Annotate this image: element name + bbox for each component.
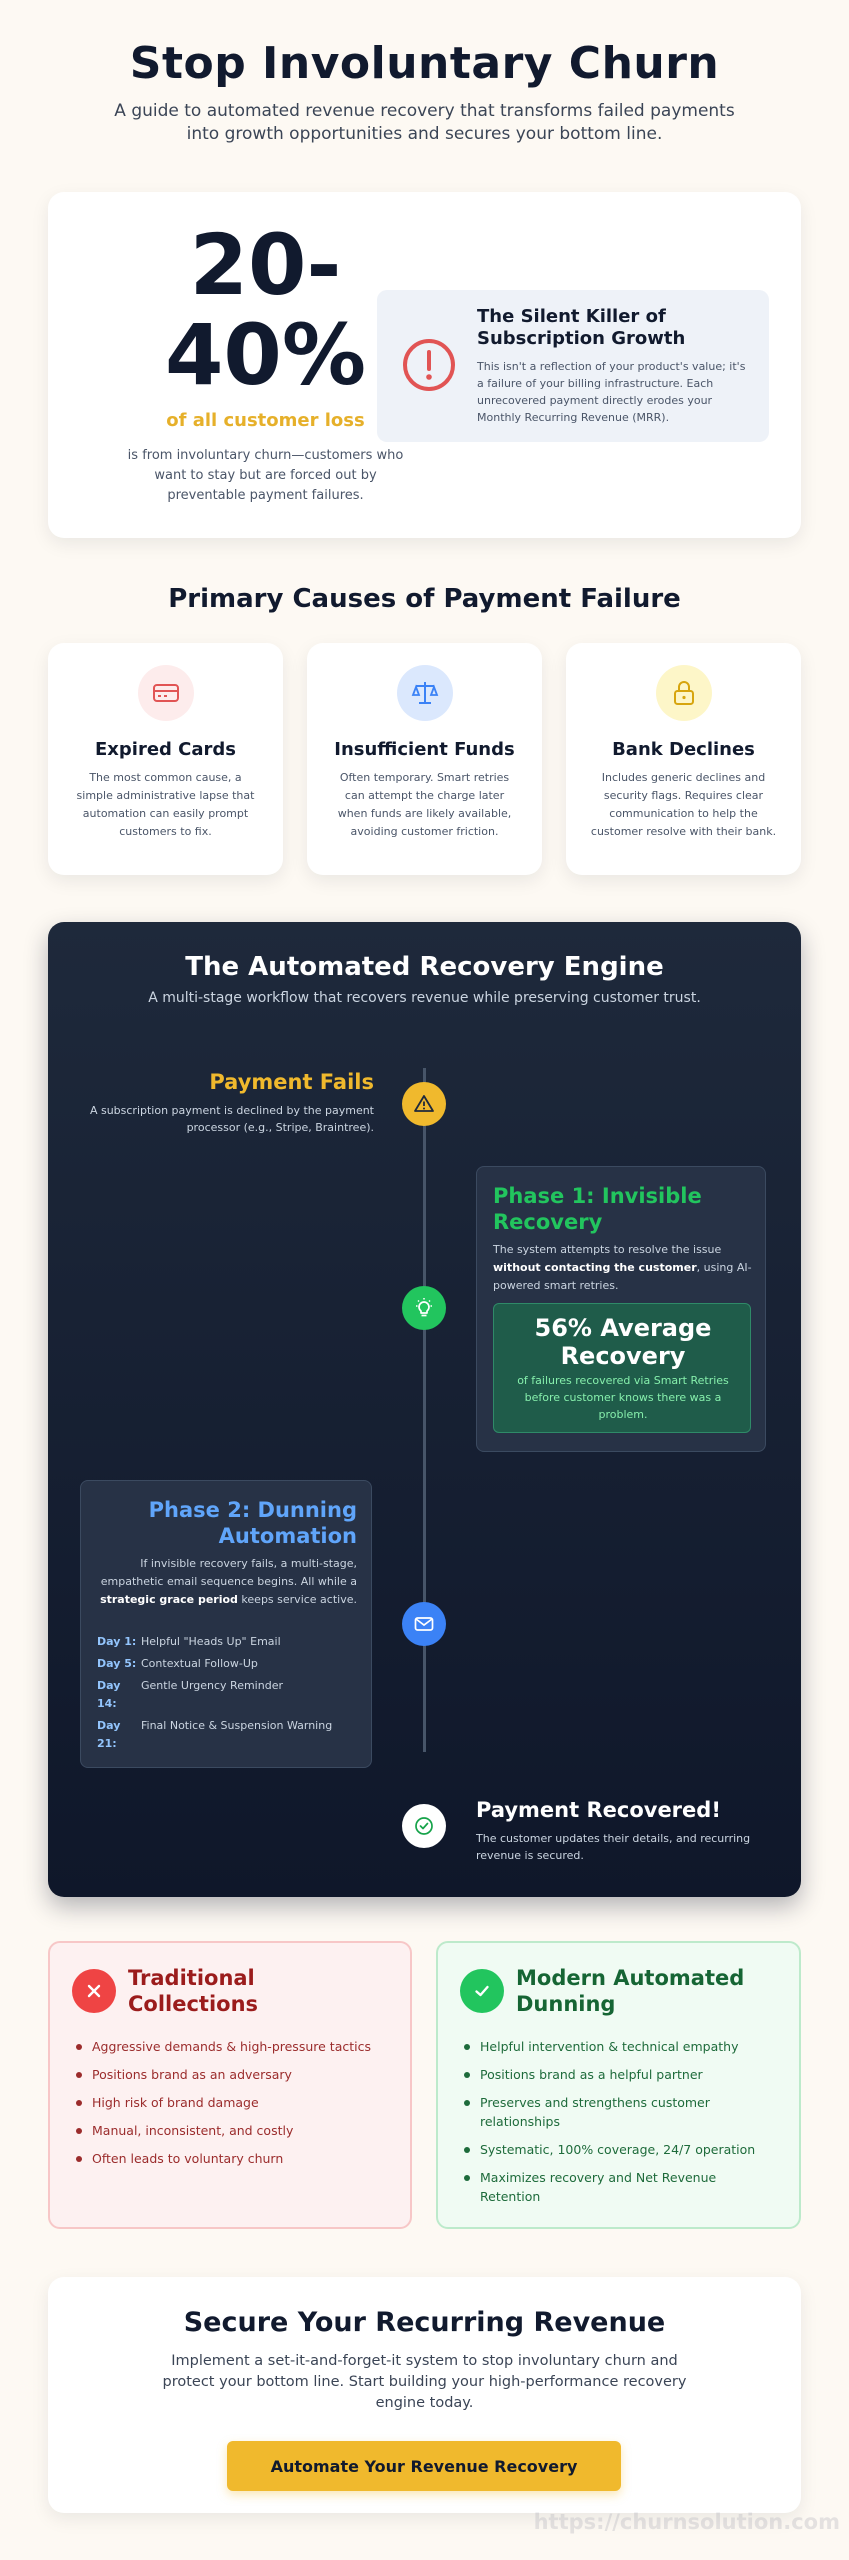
list-item: Systematic, 100% coverage, 24/7 operatio… <box>460 2140 776 2159</box>
automate-recovery-button[interactable]: Automate Your Revenue Recovery <box>227 2441 621 2491</box>
payment-fails-text: A subscription payment is declined by th… <box>89 1104 374 1134</box>
cause-description: Includes generic declines and security f… <box>590 771 777 838</box>
mail-icon <box>414 1617 434 1631</box>
cause-title: Insufficient Funds <box>334 739 515 760</box>
scale-icon <box>411 682 439 704</box>
timeline-line <box>423 1068 426 1752</box>
phase-2-title: Phase 2: Dunning Automation <box>148 1498 357 1548</box>
credit-card-icon <box>153 684 179 702</box>
recovery-engine-panel: The Automated Recovery Engine A multi-st… <box>48 922 801 1897</box>
cta-card: Secure Your Recurring Revenue Implement … <box>48 2277 801 2513</box>
cause-title: Expired Cards <box>94 739 237 760</box>
churn-stat-description: is from involuntary churn—customers who … <box>127 448 404 503</box>
cause-title: Bank Declines <box>612 739 755 760</box>
modern-title: Modern Automated Dunning <box>516 1966 745 2016</box>
warning-triangle-icon <box>414 1095 434 1112</box>
page-title: Stop Involuntary Churn <box>129 38 720 89</box>
recovery-metric-text: of failures recovered via Smart Retries … <box>517 1374 729 1421</box>
causes-title: Primary Causes of Payment Failure <box>168 584 681 614</box>
churn-stat-label: of all customer loss <box>166 410 365 431</box>
cta-title: Secure Your Recurring Revenue <box>183 2307 666 2338</box>
payment-fails-title: Payment Fails <box>209 1070 374 1094</box>
lightbulb-icon <box>416 1298 432 1317</box>
list-item: Aggressive demands & high-pressure tacti… <box>72 2037 388 2056</box>
cta-text: Implement a set-it-and-forget-it system … <box>162 2353 687 2411</box>
phase-1-card: Phase 1: Invisible Recovery The system a… <box>476 1166 766 1452</box>
phase-1-title: Phase 1: Invisible Recovery <box>493 1184 702 1234</box>
engine-title: The Automated Recovery Engine <box>185 952 664 982</box>
recovery-metric: 56% Average Recovery <box>534 1314 712 1370</box>
callout-text: This isn't a reflection of your product'… <box>477 360 746 424</box>
list-item: Positions brand as an adversary <box>72 2065 388 2084</box>
lock-icon <box>674 681 694 705</box>
list-item: High risk of brand damage <box>72 2093 388 2112</box>
traditional-title: Traditional Collections <box>128 1966 259 2016</box>
traditional-list: Aggressive demands & high-pressure tacti… <box>72 2037 388 2177</box>
phase-2-text: If invisible recovery fails, a multi-sta… <box>100 1557 357 1606</box>
check-icon <box>475 1985 489 1997</box>
traditional-collections-card: Traditional Collections Aggressive deman… <box>48 1941 412 2229</box>
list-item: Helpful intervention & technical empathy <box>460 2037 776 2056</box>
engine-subtitle: A multi-stage workflow that recovers rev… <box>148 990 701 1006</box>
phase-2-card: Phase 2: Dunning Automation If invisible… <box>80 1480 372 1768</box>
timeline-node-recovered <box>402 1804 446 1848</box>
list-item: Maximizes recovery and Net Revenue Reten… <box>460 2168 776 2206</box>
cause-description: Often temporary. Smart retries can attem… <box>337 771 512 838</box>
cause-card-bank-declines: Bank Declines Includes generic declines … <box>566 643 801 875</box>
modern-list: Helpful intervention & technical empathy… <box>460 2037 776 2215</box>
cause-description: The most common cause, a simple administ… <box>76 771 255 838</box>
churn-stat-card: 20- 40% of all customer loss is from inv… <box>48 192 801 538</box>
timeline-node-phase-1 <box>402 1286 446 1330</box>
list-item: Often leads to voluntary churn <box>72 2149 388 2168</box>
churn-stat-value: 20- 40% <box>164 216 367 404</box>
payment-recovered-title: Payment Recovered! <box>476 1798 721 1822</box>
cause-card-insufficient-funds: Insufficient Funds Often temporary. Smar… <box>307 643 542 875</box>
silent-killer-callout: The Silent Killer of Subscription Growth… <box>377 290 769 442</box>
callout-title: The Silent Killer of Subscription Growth <box>477 306 686 349</box>
check-circle-icon <box>415 1817 433 1835</box>
recovery-metric-box: 56% Average Recovery of failures recover… <box>493 1303 751 1433</box>
timeline-node-payment-fails <box>402 1082 446 1126</box>
modern-dunning-card: Modern Automated Dunning Helpful interve… <box>436 1941 801 2229</box>
alert-circle-icon <box>403 339 455 391</box>
timeline-node-phase-2 <box>402 1602 446 1646</box>
x-icon <box>87 1984 101 1998</box>
page-subtitle: A guide to automated revenue recovery th… <box>114 101 735 144</box>
watermark-url: https://churnsolution.com <box>533 2510 840 2534</box>
cause-card-expired-cards: Expired Cards The most common cause, a s… <box>48 643 283 875</box>
payment-recovered-text: The customer updates their details, and … <box>476 1832 751 1862</box>
phase-1-text: The system attempts to resolve the issue… <box>493 1243 752 1292</box>
list-item: Preserves and strengthens customer relat… <box>460 2093 776 2131</box>
list-item: Manual, inconsistent, and costly <box>72 2121 388 2140</box>
list-item: Positions brand as a helpful partner <box>460 2065 776 2084</box>
